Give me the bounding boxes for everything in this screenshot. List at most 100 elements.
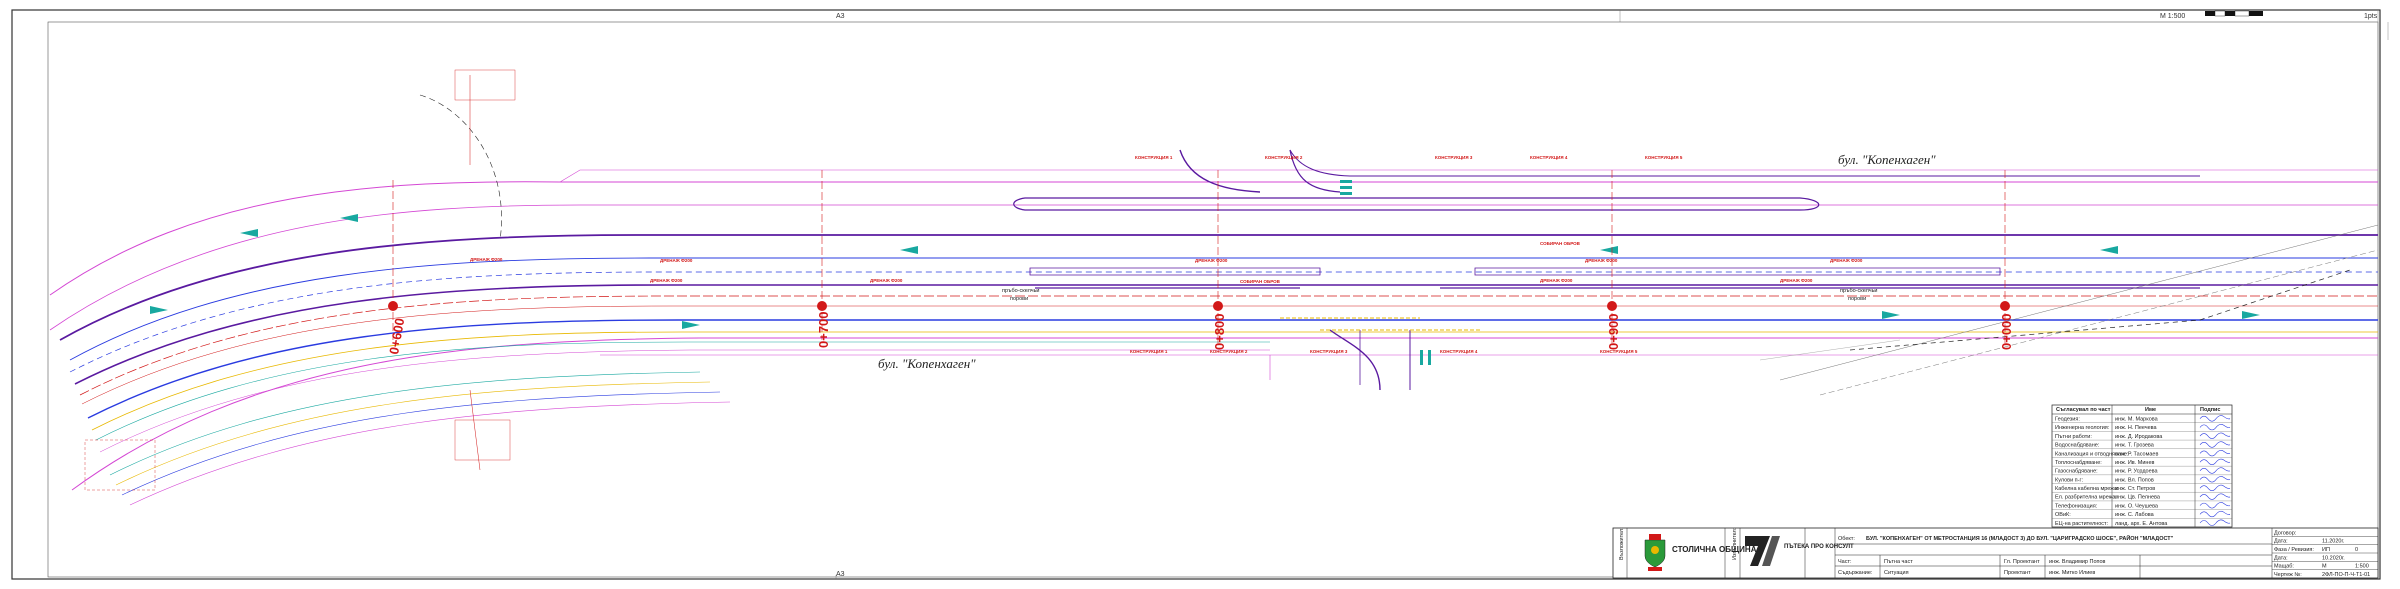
approval-name: инж. Д. Иродакова <box>2115 434 2163 440</box>
approval-part: Кулови п-г: <box>2055 477 2084 483</box>
signature <box>2199 423 2231 431</box>
signature <box>2199 493 2231 500</box>
firm-name: ПЪТЕКА ПРО КОНСУЛТ <box>1784 544 1854 550</box>
lane-arrows <box>150 180 2260 365</box>
designer-label: Гл. Проектант <box>2004 559 2040 565</box>
approval-name: инж. Вл. Попов <box>2115 477 2154 483</box>
signature <box>2199 441 2231 448</box>
drainage-label: ДРЕНАЖ Ф200 <box>1540 278 1573 283</box>
trench-label: пръбо-скелчьи <box>1002 288 1040 294</box>
construction-label: КОНСТРУКЦИЯ 2 <box>1265 155 1303 160</box>
approval-part: Телефонизация: <box>2055 503 2098 509</box>
trench-sub: порови <box>1010 296 1028 302</box>
chainage-label: 0+800 <box>1212 313 1227 350</box>
tb-right-cell: 0 <box>2355 547 2358 553</box>
margin-label-bottom: А3 <box>836 571 845 578</box>
approval-part: Газоснабдяване: <box>2055 469 2098 475</box>
construction-label: КОНСТРУКЦИЯ 5 <box>1645 155 1683 160</box>
approval-name: инж. Н. Пеечева <box>2115 425 2158 431</box>
margin-label-top: А3 <box>836 13 845 20</box>
signature <box>2199 432 2231 439</box>
approval-part: Инженерна геология: <box>2055 425 2110 431</box>
drainage-labels: ДРЕНАЖ Ф200 ДРЕНАЖ Ф200 ДРЕНАЖ Ф200 ДРЕН… <box>470 241 1863 284</box>
mid-vertical-label: Изпълнител: <box>1732 527 1738 560</box>
approval-part: ЕЦ-на растителност: <box>2055 521 2109 527</box>
part-value: Пътна част <box>1884 559 1913 565</box>
signature <box>2199 415 2231 422</box>
chainage-markers: 0+600 0+700 0+800 0+900 0+000 <box>386 170 2014 356</box>
approval-name: инж. О. Чеушева <box>2115 503 2159 509</box>
construction-label: КОНСТРУКЦИЯ 5 <box>1600 349 1638 354</box>
chainage-label: 0+600 <box>386 317 407 356</box>
drainage-label: ДРЕНАЖ Ф200 <box>660 258 693 263</box>
signature <box>2199 476 2231 483</box>
title-block: Възложител: Изпълнител: СТОЛИЧНА ОБЩИНА … <box>1612 527 2379 579</box>
signature <box>2199 510 2231 518</box>
tb-right-cell: 11.2020г. <box>2322 539 2345 545</box>
chainage-label: 0+000 <box>1999 313 2014 350</box>
approval-part: Водоснабдяване: <box>2055 443 2100 449</box>
signature <box>2199 467 2231 474</box>
approval-name: инж. Р. Усрдоева <box>2115 469 2159 475</box>
drainage-label: ДРЕНАЖ Ф200 <box>1780 278 1813 283</box>
construction-label: КОНСТРУКЦИЯ 3 <box>1310 349 1348 354</box>
approval-table: Съгласувал по част Име Подпис Геодезия:и… <box>2051 404 2233 528</box>
scale-bar-icon: М 1:500 1pts <box>2160 10 2378 20</box>
approval-part: Кабелна кабелна мрежа: <box>2055 486 2119 492</box>
tb-right-cell: Дата: <box>2274 539 2288 545</box>
trench-sub: порови <box>1848 296 1866 302</box>
signature <box>2199 502 2231 509</box>
tb-right-cell: Договор: <box>2274 530 2297 536</box>
approval-name: инж. Цв. Пелнева <box>2115 495 2161 501</box>
approval-header: Подпис <box>2200 407 2221 413</box>
approval-header: Име <box>2145 407 2156 413</box>
signature <box>2199 519 2231 526</box>
tb-right-cell: Мащаб: <box>2274 564 2294 570</box>
signature <box>2199 484 2231 492</box>
construction-label: КОНСТРУКЦИЯ 4 <box>1530 155 1568 160</box>
firm-logo-icon <box>1745 536 1780 566</box>
tb-right-cell: 1:500 <box>2355 564 2369 570</box>
tb-right-cell: Фаза / Ревизия: <box>2274 547 2314 553</box>
object-label: Обект: <box>1838 536 1855 542</box>
designer-name: инж. Владимир Попов <box>2049 559 2106 565</box>
tb-right-cell: ИП <box>2322 547 2330 553</box>
approval-name: инж. Ст. Петров <box>2115 486 2155 492</box>
approval-part: Ел. разбрителна мрежа: <box>2055 495 2117 501</box>
approval-name: инж. Ив. Минев <box>2115 460 2155 466</box>
survey-notes <box>84 69 516 491</box>
approval-name: инж. С. Лабова <box>2115 512 2155 518</box>
drawing-border <box>47 21 2379 578</box>
construction-label: КОНСТРУКЦИЯ 3 <box>1435 155 1473 160</box>
construction-label: КОНСТРУКЦИЯ 1 <box>1135 155 1173 160</box>
construction-label: КОНСТРУКЦИЯ 4 <box>1440 349 1478 354</box>
tb-right-cell: М <box>2322 564 2327 570</box>
street-name: бул. "Копенхаген" <box>1838 152 1936 167</box>
tb-right-cell: Дата: <box>2274 555 2288 561</box>
coat-of-arms-icon <box>1644 534 1666 571</box>
approval-name: инж. Т. Грозева <box>2115 443 2155 449</box>
org-name: СТОЛИЧНА ОБЩИНА <box>1672 545 1757 554</box>
content-label: Съдържание: <box>1838 570 1873 576</box>
construction-label: КОНСТРУКЦИЯ 1 <box>1130 349 1168 354</box>
tb-right-cell: 2ФЛ-ПО-П-Ч-Т1-01 <box>2322 572 2370 578</box>
construction-label: КОНСТРУКЦИЯ 2 <box>1210 349 1248 354</box>
top-sheet: 1pts <box>2364 13 2378 20</box>
approval-part: ОВиК: <box>2055 512 2071 518</box>
street-name: бул. "Копенхаген" <box>878 356 976 371</box>
approval-part: Канализация и отводняване: <box>2055 451 2129 457</box>
top-scale: М 1:500 <box>2160 13 2185 20</box>
signature <box>2199 450 2231 457</box>
drainage-label: ДРЕНАЖ Ф200 <box>650 278 683 283</box>
chainage-label: 0+700 <box>816 311 831 348</box>
approval-part: Пътни работи: <box>2055 434 2092 440</box>
object-text: БУЛ. "КОПЕНХАГЕН" ОТ МЕТРОСТАНЦИЯ 16 (МЛ… <box>1866 534 2174 542</box>
trench-label: пръбо-скелчьи <box>1840 288 1878 294</box>
approval-name: ланд. арх. Е. Антова <box>2115 521 2168 527</box>
open-trench-label: СОБИРАН ОБРОВ <box>1540 241 1581 246</box>
tb-right-cell: Чертеж №: <box>2274 572 2302 578</box>
road-plan <box>49 94 2379 506</box>
drainage-label: ДРЕНАЖ Ф200 <box>1585 258 1618 263</box>
content-value: Ситуация <box>1884 570 1909 576</box>
